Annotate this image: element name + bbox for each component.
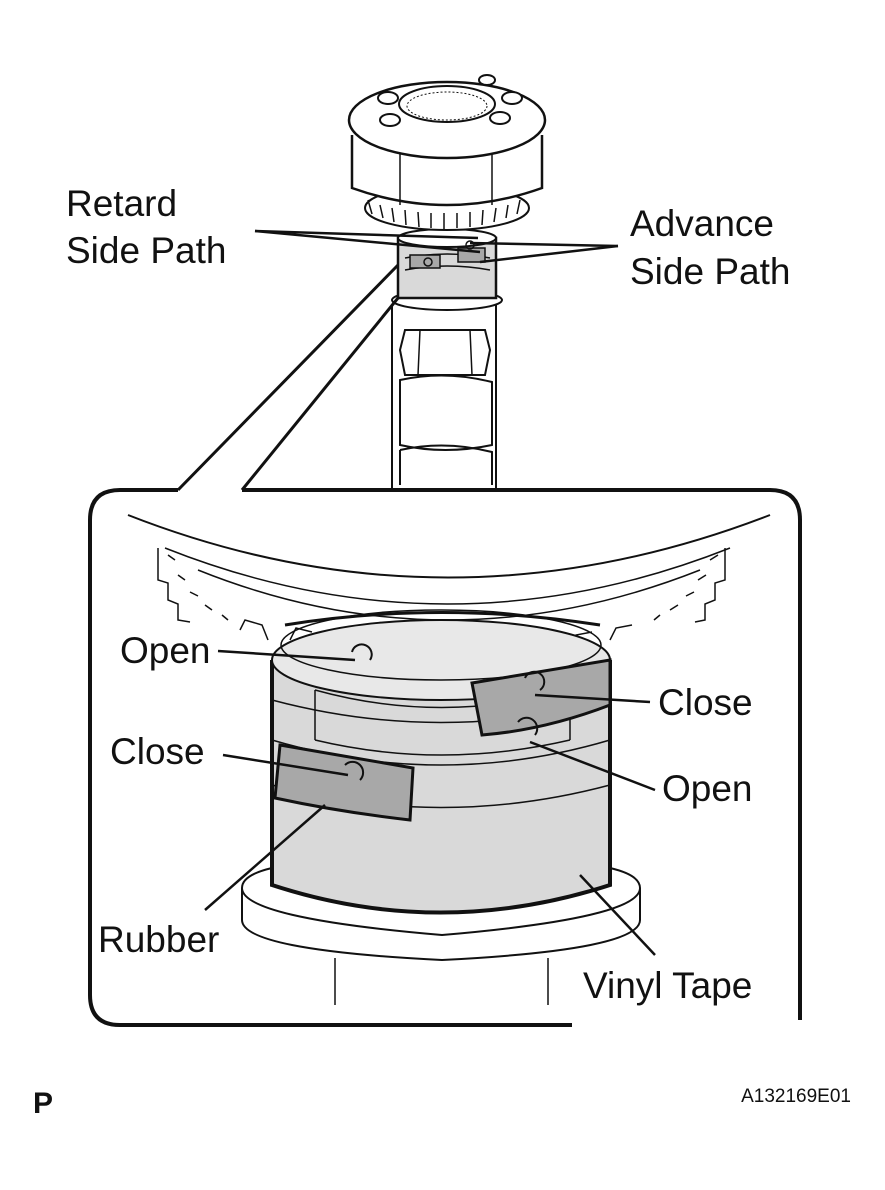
- label-advance-line2: Side Path: [630, 251, 790, 292]
- detail-view: [127, 514, 771, 1005]
- camshaft-body: [391, 305, 497, 490]
- label-close-upper: Close: [658, 682, 753, 723]
- journal-small: [396, 228, 498, 300]
- camshaft-assembly: [347, 74, 547, 490]
- rubber-patch-upper: [470, 658, 612, 737]
- figure-code: A132169E01: [741, 1086, 851, 1107]
- sprocket-plate: [127, 514, 771, 579]
- vvt-controller-housing: [347, 74, 547, 207]
- label-retard-line2: Side Path: [66, 230, 226, 271]
- corner-mark: P: [33, 1087, 53, 1120]
- label-vinyl-tape: Vinyl Tape: [583, 965, 752, 1006]
- magnifier-lines: [176, 263, 400, 492]
- label-open-lower: Open: [662, 768, 753, 809]
- label-rubber: Rubber: [98, 919, 219, 960]
- center-bore: [398, 85, 496, 123]
- label-open-upper: Open: [120, 630, 211, 671]
- oil-holes: [344, 643, 546, 781]
- detail-leader-lines: [204, 649, 656, 956]
- callout-lines: [254, 229, 619, 264]
- housing-bolts: [377, 74, 523, 127]
- base-plate: [241, 887, 641, 962]
- detail-frame: [88, 488, 802, 1027]
- label-close-lower: Close: [110, 731, 205, 772]
- label-advance-line1: Advance: [630, 203, 774, 244]
- rubber-patch-lower: [273, 743, 415, 822]
- label-retard-line1: Retard: [66, 183, 177, 224]
